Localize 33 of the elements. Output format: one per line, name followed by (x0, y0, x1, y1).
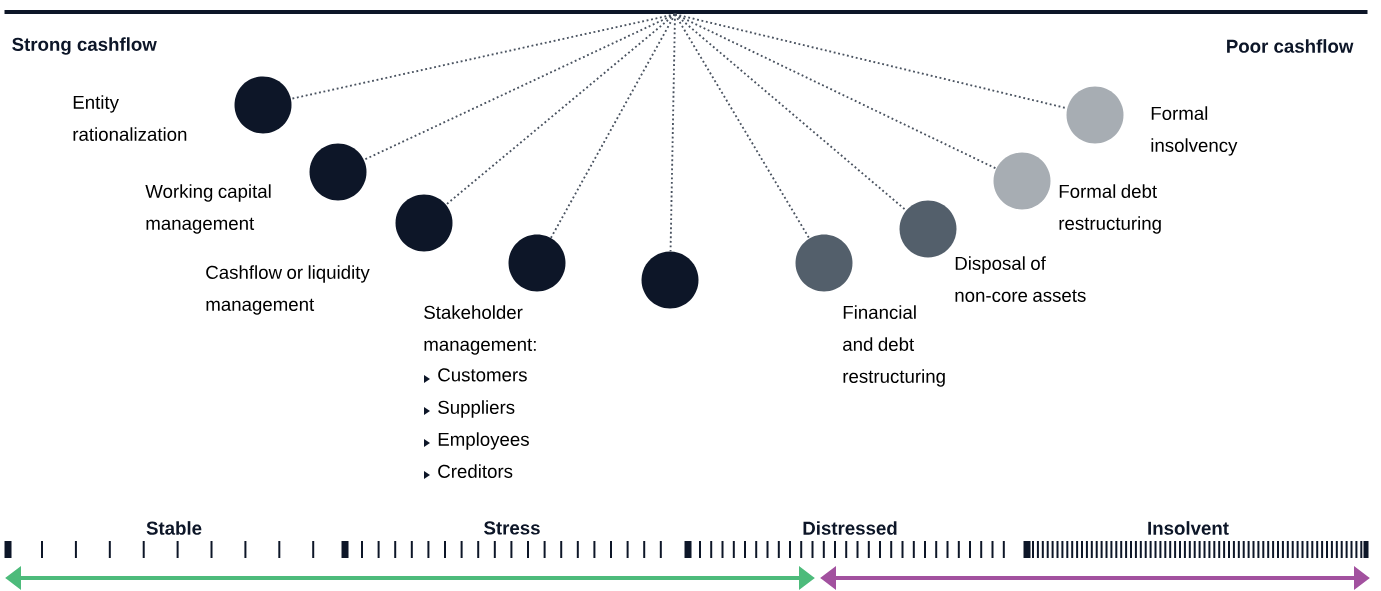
dotted-line (669, 13, 676, 253)
stage-label: Stable (146, 521, 202, 535)
circle-marker (1066, 86, 1124, 144)
axis-end-label: Poor cashflow (1227, 39, 1354, 53)
circle-marker (395, 194, 453, 252)
circle-caption: Disposal of non-core assets (955, 256, 1086, 302)
circle-marker (309, 143, 367, 201)
circle-caption: Entity rationalization (73, 95, 187, 141)
dotted-line (550, 13, 676, 239)
stage-label: Stress (484, 521, 540, 535)
axis-end-label: Strong cashflow (12, 37, 157, 55)
circle-marker (899, 200, 957, 258)
dotted-line (674, 13, 1068, 110)
circle-marker (641, 251, 699, 309)
bullet-item: Creditors (438, 464, 513, 478)
bullet-item: Employees (438, 432, 529, 450)
dotted-line (363, 13, 676, 161)
circle-caption: Financial and debt restructuring (843, 305, 945, 387)
circle-caption: Stakeholder management: (424, 305, 536, 355)
bullet-item: Customers (438, 368, 527, 382)
circle-caption: Working capital management (145, 184, 271, 234)
circle-caption: Cashflow or liquidity management (206, 265, 370, 315)
circle-marker (234, 76, 292, 134)
circle-caption: Formal debt restructuring (1059, 184, 1161, 234)
bullet-item: Suppliers (438, 400, 515, 418)
stage-label: Insolvent (1148, 521, 1229, 535)
circle-marker (993, 152, 1051, 210)
circle-marker (795, 234, 853, 292)
dotted-line (445, 13, 676, 206)
circle-marker (508, 234, 566, 292)
dotted-line (674, 13, 997, 170)
stage-label: Distressed (803, 521, 897, 535)
circle-caption: Formal insolvency (1151, 106, 1238, 156)
